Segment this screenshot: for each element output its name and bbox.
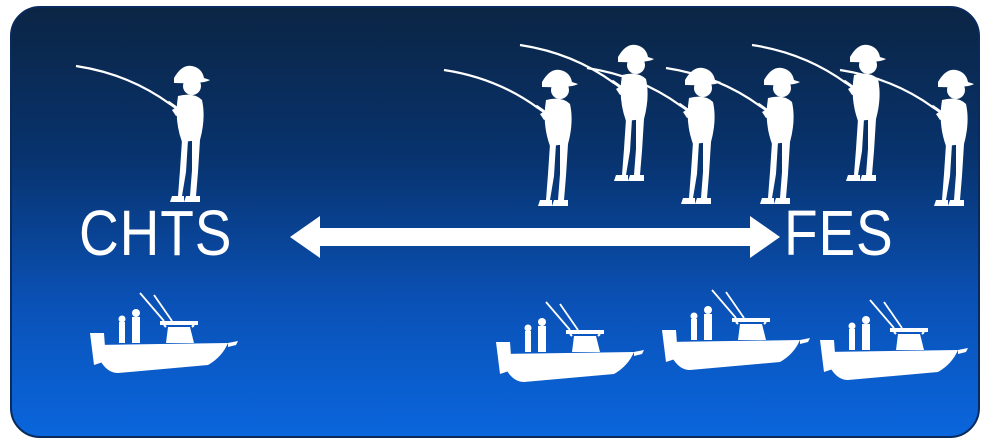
boat-icon [496,300,646,395]
fes-label: FES [784,201,894,265]
angler-icon [838,60,978,210]
chts-label: CHTS [79,201,232,265]
boat-icon [820,298,970,393]
double-headed-arrow-icon [290,216,780,258]
angler-icon [74,56,214,206]
boat-icon [662,288,812,383]
boat-icon [90,291,240,386]
diagram-panel: CHTS FES [10,6,980,438]
